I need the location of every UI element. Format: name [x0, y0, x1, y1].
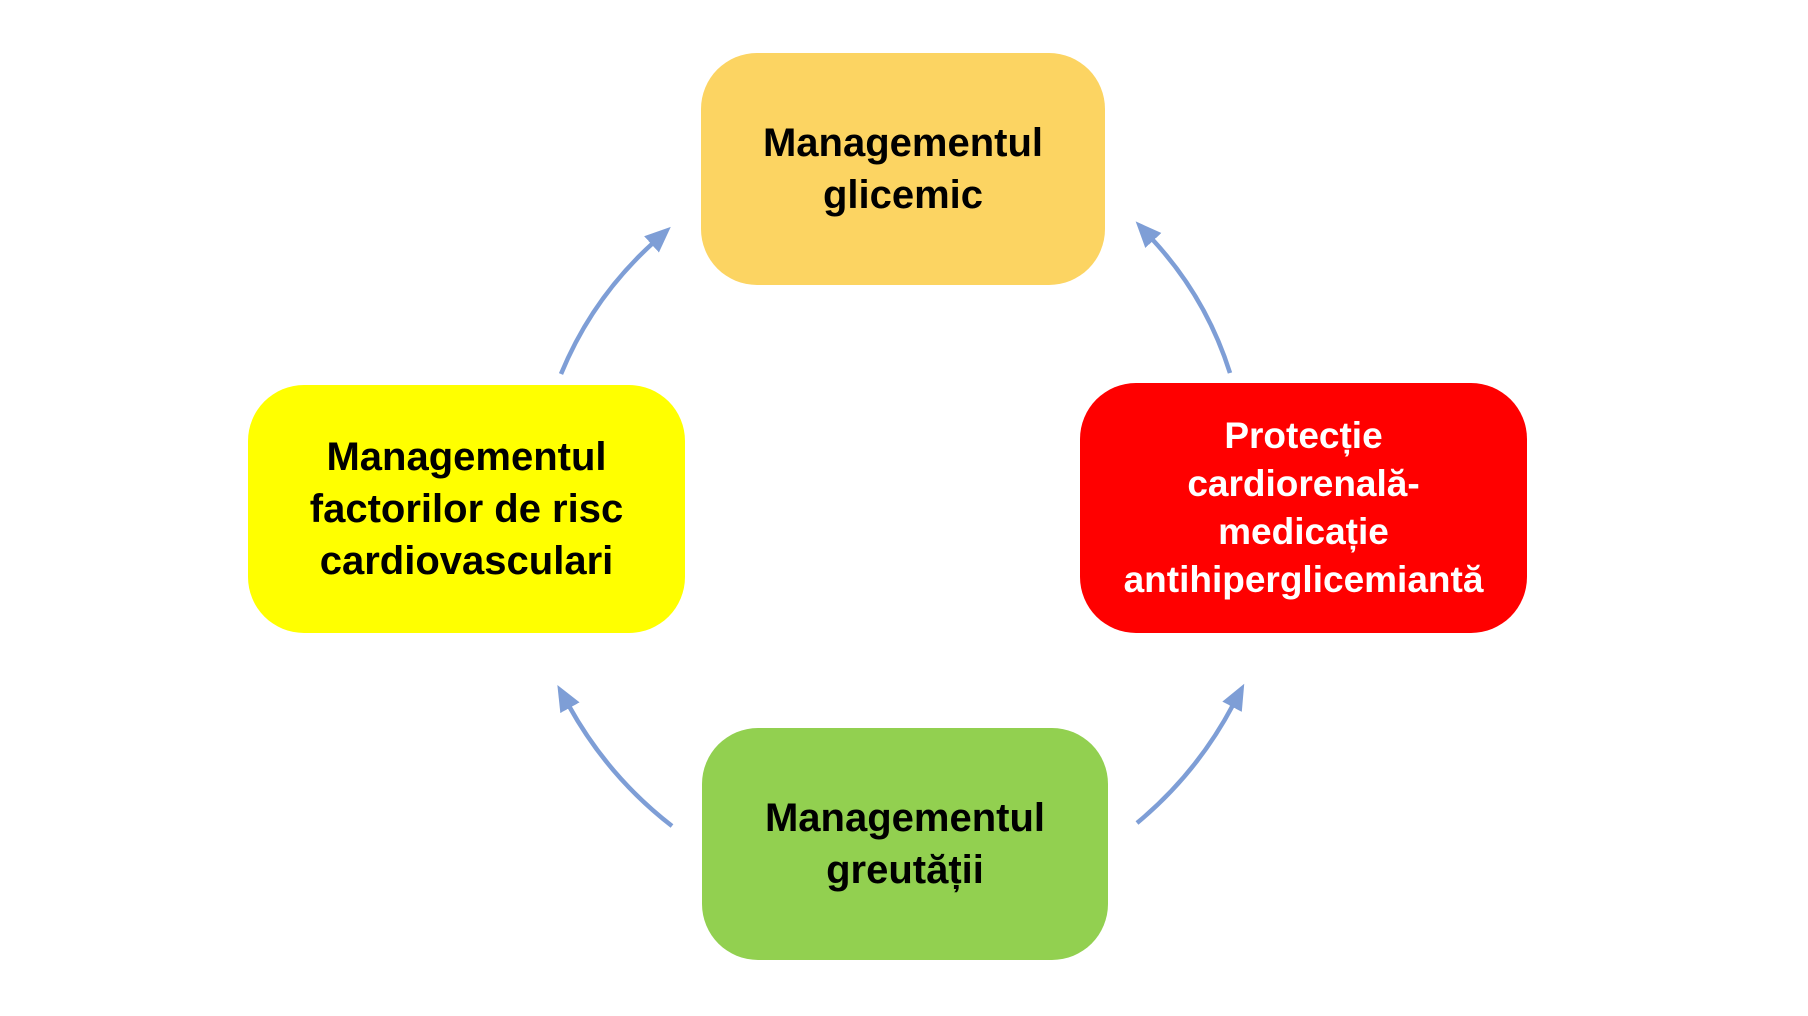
arrow-risk-factors-to-glycemic: [558, 226, 671, 375]
node-cv-risk-factors-management: Managementul factorilor de risc cardiova…: [248, 385, 685, 633]
node-label-line: Managementul: [764, 796, 1046, 840]
node-weight-management: Managementul greutății: [702, 728, 1108, 960]
node-label-line: factorilor de risc: [309, 487, 624, 531]
node-label-line: cardiovasculari: [319, 539, 614, 583]
node-label-line: greutății: [826, 848, 984, 892]
node-label-line: cardiorenală-: [1187, 462, 1420, 504]
node-label-line: glicemic: [822, 173, 984, 217]
node-glycemic-management: Managementul glicemic: [701, 53, 1105, 285]
node-cardiorenal-protection: Protecție cardiorenală- medicație antihi…: [1080, 383, 1527, 633]
node-label-line: antihiperglicemiantă: [1123, 559, 1484, 601]
node-label-line: medicație: [1218, 511, 1389, 552]
arrow-weight-to-risk-factors: [557, 685, 674, 828]
node-label-line: Managementul: [762, 121, 1044, 165]
node-label-line: Protecție: [1224, 414, 1383, 456]
node-label-line: Managementul: [326, 435, 607, 479]
arrow-weight-to-cardiorenal: [1135, 683, 1245, 825]
arrow-cardiorenal-to-glycemic: [1135, 221, 1233, 374]
